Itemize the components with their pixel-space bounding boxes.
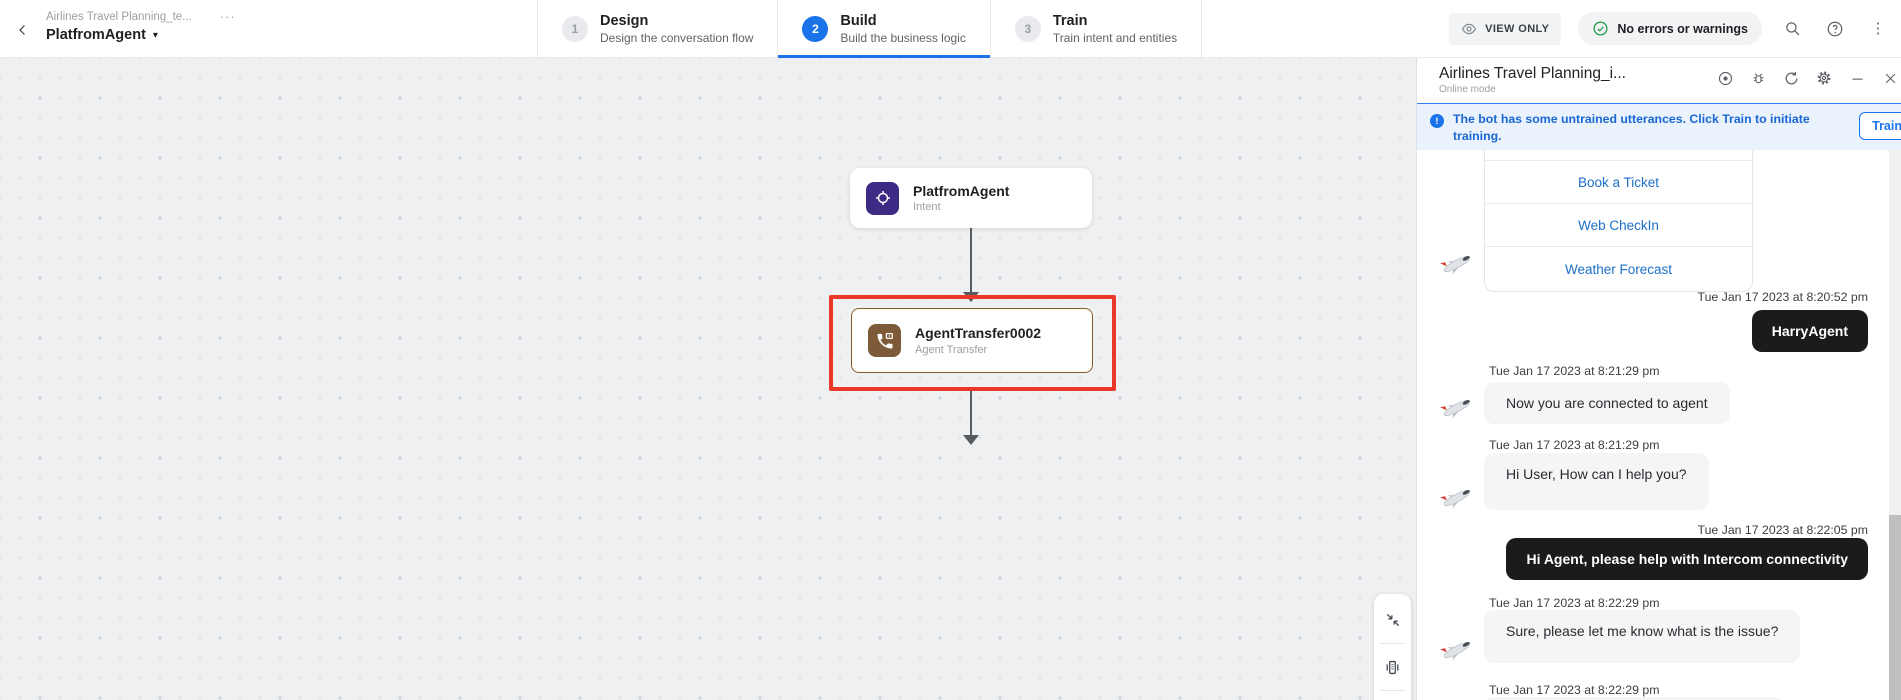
refresh-button[interactable] [1782,69,1800,87]
option-weather-forecast[interactable]: Weather Forecast [1564,261,1673,277]
step-design[interactable]: 1 Design Design the conversation flow [537,0,777,57]
node-platfromagent[interactable]: PlatfromAgent Intent [850,168,1092,228]
close-button[interactable] [1881,69,1899,87]
eye-icon [1462,23,1477,34]
step-build[interactable]: 2 Build Build the business logic [777,0,991,58]
record-button[interactable] [1716,69,1734,87]
panel-title: Airlines Travel Planning_i... [1439,65,1626,82]
help-icon [1827,21,1843,36]
workflow-steps: 1 Design Design the conversation flow 2 … [537,0,1203,58]
card-view-button[interactable] [1374,647,1411,687]
arrowhead-icon [963,292,979,302]
message-timestamp: Tue Jan 17 2023 at 8:22:29 pm [1489,596,1660,610]
chevron-left-icon [19,25,25,35]
bot-avatar-plane-icon [1440,400,1471,419]
top-header: Airlines Travel Planning_te... ··· Platf… [0,0,1901,58]
mobile-view-icon [1386,660,1399,674]
user-message: HarryAgent [1751,310,1868,352]
message-timestamp: Tue Jan 17 2023 at 8:22:05 pm [1697,523,1868,537]
bot-avatar-plane-icon [1440,256,1471,275]
bot-message: Hi User, How can I help you? [1484,453,1709,510]
search-button[interactable] [1779,16,1805,42]
collapse-icon [1386,613,1399,627]
bot-message: Sure, please let me know what is the iss… [1484,610,1801,663]
status-label: No errors or warnings [1617,21,1748,36]
message-timestamp: Tue Jan 17 2023 at 8:20:52 pm [1697,290,1868,304]
bot-message-partial [1484,697,1784,700]
intent-icon [866,181,899,215]
bot-test-panel: Airlines Travel Planning_i... Online mod… [1416,58,1901,700]
bot-avatar-plane-icon [1440,642,1471,661]
train-button[interactable]: Train [1859,112,1901,140]
agent-name-dropdown[interactable]: PlatfromAgent ▾ [46,27,236,43]
header-titles: Airlines Travel Planning_te... ··· Platf… [46,9,236,43]
option-partial[interactable] [1485,150,1752,161]
option-web-checkin[interactable]: Web CheckIn [1485,204,1752,247]
debug-button[interactable] [1749,69,1767,87]
minimize-icon [1852,78,1862,80]
close-icon [1885,73,1895,83]
agent-transfer-icon [868,324,901,357]
check-circle-icon [1593,21,1608,36]
breadcrumb: Airlines Travel Planning_te... [46,10,192,23]
training-banner: ! The bot has some untrained utterances.… [1417,103,1901,150]
header-actions: VIEW ONLY No errors or warnings [1449,0,1891,57]
gear-icon [1817,71,1831,85]
help-button[interactable] [1822,16,1848,42]
node-agenttransfer0002[interactable]: AgentTransfer0002 Agent Transfer [851,308,1093,373]
view-only-badge[interactable]: VIEW ONLY [1449,12,1562,45]
step-build-title: Build [840,12,877,29]
debug-icon [1753,72,1763,83]
more-menu-button[interactable]: ⋮ [1865,16,1891,42]
step-build-desc: Build the business logic [840,31,966,46]
view-only-label: VIEW ONLY [1485,22,1550,35]
chat-scrollbar-thumb[interactable] [1889,515,1901,700]
node-subtitle: Intent [913,201,941,214]
step-train-number: 3 [1014,15,1041,42]
divider [1380,690,1405,691]
divider [1380,643,1405,644]
flow-edge [970,228,972,292]
banner-message: The bot has some untrained utterances. C… [1453,112,1810,143]
breadcrumb-more-button[interactable]: ··· [219,9,236,24]
quick-options-card: Book a Ticket Web CheckIn Weather Foreca… [1484,150,1753,292]
flow-edge [970,391,972,435]
step-design-desc: Design the conversation flow [600,31,754,46]
settings-button[interactable] [1815,69,1833,87]
message-timestamp: Tue Jan 17 2023 at 8:22:29 pm [1489,683,1660,697]
kebab-icon: ⋮ [1870,20,1886,37]
step-design-number: 1 [562,15,588,42]
step-build-number: 2 [802,15,829,42]
node-title: AgentTransfer0002 [915,325,1042,342]
minimize-button[interactable] [1848,69,1866,87]
chevron-down-icon: ▾ [152,29,158,41]
chat-scrollbar-track[interactable] [1889,150,1901,700]
status-badge: No errors or warnings [1578,12,1762,45]
option-book-a-ticket[interactable]: Book a Ticket [1485,161,1752,204]
fit-to-screen-button[interactable] [1374,600,1411,640]
flow-canvas[interactable]: PlatfromAgent Intent AgentTransfer0002 A… [0,58,1416,700]
record-icon [1718,71,1732,85]
back-button[interactable] [10,17,36,43]
refresh-icon [1785,71,1797,84]
user-message: Hi Agent, please help with Intercom conn… [1506,538,1868,580]
panel-header: Airlines Travel Planning_i... Online mod… [1417,58,1901,103]
search-icon [1785,22,1799,36]
canvas-toolbar [1374,594,1411,700]
message-timestamp: Tue Jan 17 2023 at 8:21:29 pm [1489,364,1660,378]
arrowhead-icon [963,435,979,445]
chat-area: Book a Ticket Web CheckIn Weather Foreca… [1417,150,1901,700]
step-design-title: Design [600,12,649,29]
step-train[interactable]: 3 Train Train intent and entities [989,0,1203,57]
panel-mode: Online mode [1439,84,1496,95]
node-title: PlatfromAgent [913,182,1010,199]
message-timestamp: Tue Jan 17 2023 at 8:21:29 pm [1489,438,1660,452]
step-train-title: Train [1052,12,1088,29]
bot-avatar-plane-icon [1440,490,1471,509]
info-icon: ! [1430,114,1444,128]
step-train-desc: Train intent and entities [1052,31,1178,46]
agent-name: PlatfromAgent [46,27,146,43]
bot-message: Now you are connected to agent [1484,382,1730,424]
node-subtitle: Agent Transfer [915,343,988,356]
